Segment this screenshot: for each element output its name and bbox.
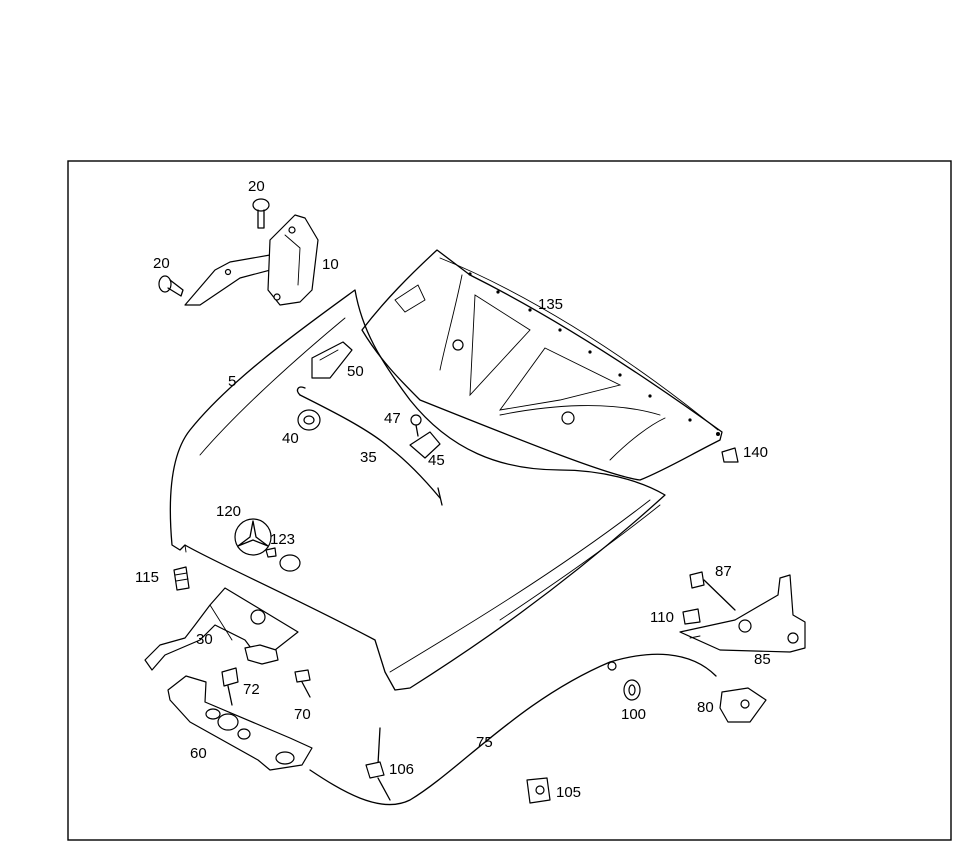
release-handle-50 — [311, 341, 353, 379]
emblem-base-123 — [265, 547, 301, 572]
grommet-100 — [623, 679, 641, 701]
callout-123: 123 — [270, 531, 295, 548]
callout-140: 140 — [743, 444, 768, 461]
release-cable-75 — [309, 653, 717, 806]
rubber-stop-115 — [173, 566, 190, 591]
hood-hinge — [184, 214, 319, 306]
support-rod-35 — [296, 386, 443, 506]
callout-75: 75 — [476, 734, 493, 751]
hinge-bolt-top — [252, 198, 270, 229]
callout-110: 110 — [650, 609, 674, 626]
clip-105 — [526, 777, 551, 804]
safety-catch-60 — [167, 675, 313, 771]
callout-5: 5 — [228, 373, 236, 390]
callout-45: 45 — [428, 452, 445, 469]
callout-106: 106 — [389, 761, 414, 778]
bolt-87 — [689, 571, 736, 611]
callout-60: 60 — [190, 745, 207, 762]
release-lever-80 — [719, 687, 767, 723]
callout-105: 105 — [556, 784, 581, 801]
grommet-40 — [297, 409, 321, 431]
hinge-bolt-side — [158, 275, 184, 297]
emblem-star-120 — [234, 518, 272, 556]
sensor-106 — [365, 727, 391, 801]
callout-70: 70 — [294, 706, 311, 723]
nut-110 — [682, 608, 701, 625]
clip-140 — [721, 447, 739, 463]
callout-72: 72 — [243, 681, 260, 698]
diagram-frame — [67, 160, 952, 841]
hood-lock-30 — [144, 587, 299, 671]
callout-120: 120 — [216, 503, 241, 520]
hood-outer-panel — [169, 289, 666, 691]
callout-30: 30 — [196, 631, 213, 648]
bolt-70 — [294, 669, 311, 698]
callout-47: 47 — [384, 410, 401, 427]
callout-135: 135 — [538, 296, 563, 313]
callout-50: 50 — [347, 363, 364, 380]
callout-20-top: 20 — [248, 178, 265, 195]
screw-47 — [410, 414, 422, 437]
bolt-72 — [221, 667, 239, 706]
callout-115: 115 — [135, 569, 159, 586]
callout-10: 10 — [322, 256, 339, 273]
callout-80: 80 — [697, 699, 714, 716]
callout-100: 100 — [621, 706, 646, 723]
hood-inner-frame — [361, 249, 723, 481]
lever-bracket-85 — [679, 574, 806, 653]
callout-87: 87 — [715, 563, 732, 580]
callout-40: 40 — [282, 430, 299, 447]
clip-45 — [409, 431, 441, 459]
callout-85: 85 — [754, 651, 771, 668]
callout-20-side: 20 — [153, 255, 170, 272]
callout-35: 35 — [360, 449, 377, 466]
